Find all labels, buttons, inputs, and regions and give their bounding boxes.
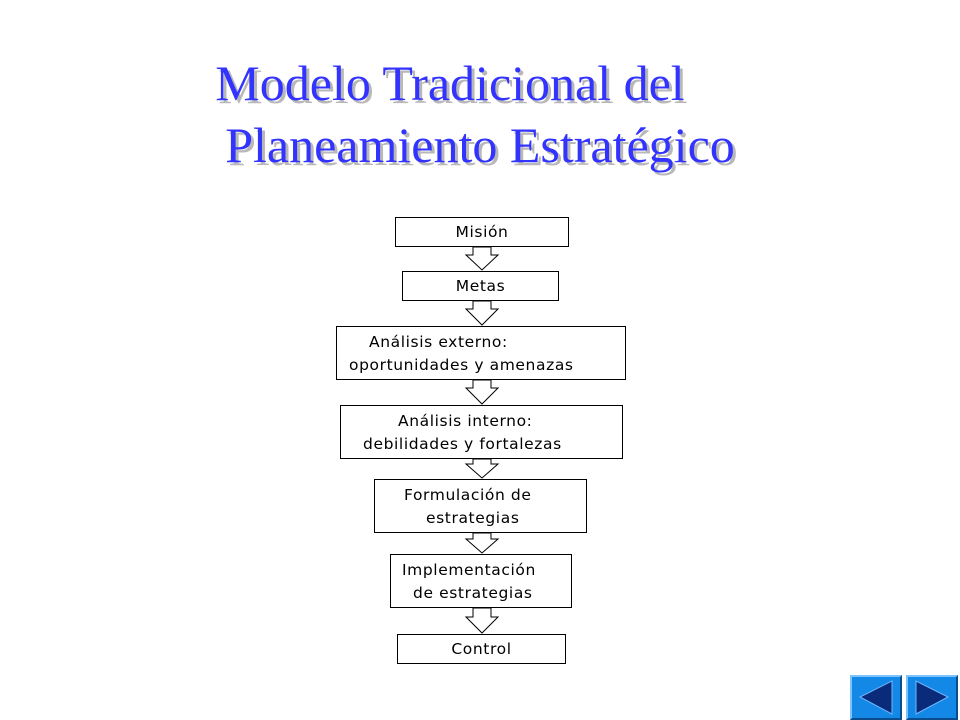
title-line-2: Planeamiento Estratégico bbox=[225, 117, 735, 173]
box-control: Control bbox=[397, 634, 566, 664]
box-analisis-interno-line-1: Análisis interno: bbox=[398, 412, 533, 430]
box-implementacion-line-2: de estrategias bbox=[413, 584, 533, 602]
arrow-metas-externo bbox=[464, 300, 500, 326]
arrow-interno-formulacion bbox=[464, 458, 500, 479]
box-metas: Metas bbox=[402, 271, 559, 301]
title-line-1: Modelo Tradicional del bbox=[215, 55, 685, 111]
box-implementacion-line-1: Implementación bbox=[402, 561, 536, 579]
box-formulacion-line-2: estrategias bbox=[426, 509, 520, 527]
arrow-externo-interno bbox=[464, 379, 500, 405]
next-slide-button[interactable] bbox=[906, 675, 958, 720]
arrow-formulacion-implementacion bbox=[464, 532, 500, 554]
box-formulacion: Formulación de estrategias bbox=[374, 479, 587, 533]
box-mision-label: Misión bbox=[455, 223, 509, 241]
box-analisis-interno: Análisis interno: debilidades y fortalez… bbox=[340, 405, 623, 459]
box-analisis-externo-line-2: oportunidades y amenazas bbox=[349, 356, 574, 374]
slide-title: Modelo Tradicional del Planeamiento Estr… bbox=[0, 52, 960, 176]
box-formulacion-line-1: Formulación de bbox=[404, 486, 532, 504]
arrow-implementacion-control bbox=[464, 607, 500, 634]
previous-slide-icon bbox=[858, 680, 893, 715]
arrow-mision-metas bbox=[464, 246, 500, 271]
box-analisis-interno-line-2: debilidades y fortalezas bbox=[363, 435, 562, 453]
box-control-label: Control bbox=[451, 640, 512, 658]
previous-slide-button[interactable] bbox=[850, 675, 902, 720]
box-analisis-externo-line-1: Análisis externo: bbox=[369, 333, 508, 351]
box-metas-label: Metas bbox=[455, 277, 506, 295]
next-slide-icon bbox=[915, 680, 950, 715]
